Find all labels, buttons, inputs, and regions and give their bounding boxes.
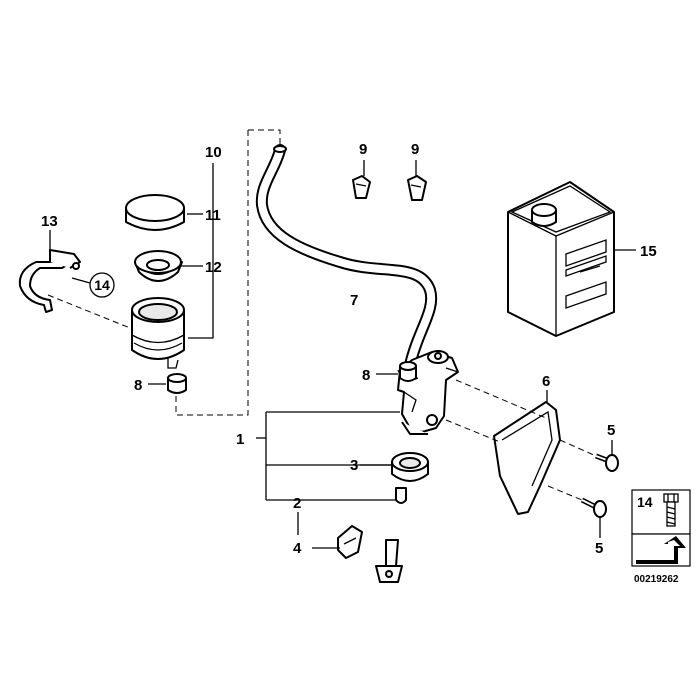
- hose-clamp-8-left: [167, 373, 187, 394]
- label-1: 1: [236, 431, 244, 448]
- label-9-right: 9: [411, 141, 419, 158]
- legend-box: 14 00219262: [631, 489, 691, 585]
- leader-lines-9: [363, 160, 417, 176]
- connection-lines: [47, 129, 281, 416]
- hose-clamp-8-right: [399, 361, 417, 382]
- label-2: 2: [293, 495, 301, 512]
- label-5-lower: 5: [595, 540, 603, 557]
- screw-5-upper: [559, 439, 619, 472]
- bracket-13: [18, 249, 81, 313]
- label-14: 14: [94, 277, 110, 293]
- brake-fluid-can-15: [507, 181, 615, 337]
- label-8-left: 8: [134, 377, 142, 394]
- screw-icon: [663, 493, 679, 527]
- label-4: 4: [293, 540, 302, 557]
- legend-label-14: 14: [637, 494, 653, 510]
- label-10: 10: [205, 144, 222, 161]
- label-7: 7: [350, 292, 358, 309]
- seal-3: [391, 452, 429, 482]
- label-15: 15: [640, 243, 657, 260]
- label-8-right: 8: [362, 367, 370, 384]
- screw-5-lower: [547, 485, 607, 518]
- reservoir-seal-12: [134, 250, 183, 282]
- clip-9-right: [407, 175, 427, 201]
- arrow-icon: [636, 536, 686, 564]
- leader-lines-left: [49, 163, 214, 385]
- leader-lines-6: [445, 379, 548, 443]
- label-9-left: 9: [359, 141, 367, 158]
- leader-lines-5: [599, 440, 613, 538]
- pushrod-2: [375, 487, 407, 583]
- label-12: 12: [205, 259, 222, 276]
- reservoir-10: [131, 297, 185, 369]
- label-14-circled: 14: [89, 272, 115, 298]
- label-5-upper: 5: [607, 422, 615, 439]
- label-11: 11: [205, 207, 221, 224]
- hose-7: [255, 144, 438, 371]
- label-6: 6: [542, 373, 550, 390]
- clip-9-left: [352, 175, 371, 199]
- leader-lines-center: [256, 411, 400, 549]
- clip-4: [337, 525, 363, 559]
- diagram-code: 00219262: [634, 574, 679, 585]
- reservoir-cap-11: [125, 194, 185, 231]
- label-3: 3: [350, 457, 358, 474]
- label-13: 13: [41, 213, 58, 230]
- cover-6: [493, 401, 561, 515]
